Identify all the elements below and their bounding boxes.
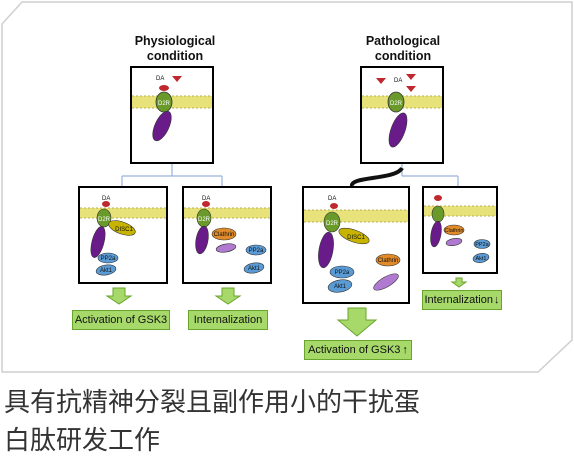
increase-arrow-icon: ↑ [402, 344, 408, 356]
svg-text:DISC1: DISC1 [115, 227, 133, 233]
svg-text:D2R: D2R [326, 221, 339, 227]
pathological-gsk3-box: DA D2R DISC1 Clathrin PP2a Akt1 [302, 186, 410, 304]
physiological-internalization-box: DA D2R Clathrin PP2a Akt1 [182, 186, 272, 284]
physiological-internalization-outcome: Internalization [188, 310, 268, 330]
physiological-gsk3-box: DA D2R DISC1 PP2a Akt1 [78, 186, 168, 284]
caption-line-1: 具有抗精神分裂且副作用小的干扰蛋 [4, 388, 421, 418]
svg-text:DISC1: DISC1 [347, 235, 365, 241]
svg-text:PP2a: PP2a [101, 256, 116, 262]
d2r-label: D2R [158, 101, 171, 107]
physiological-gsk3-outcome: Activation of GSK3 [72, 310, 170, 330]
svg-text:DA: DA [156, 76, 164, 82]
physiological-top-box: D2R DA [130, 66, 214, 164]
svg-text:PP2a: PP2a [249, 248, 264, 254]
outcome-label: Activation of GSK3 [74, 314, 168, 326]
pathological-internalization-box: Clathrin PP2a Akt1 [422, 186, 498, 274]
pathological-internalization-outcome: Internalization ↓ [422, 290, 502, 310]
svg-text:Clathrin: Clathrin [445, 228, 464, 234]
receptor-illustration: D2R DA [132, 76, 212, 142]
pathological-title: Pathological condition [365, 34, 441, 63]
pathological-gsk3-outcome: Activation of GSK3 ↑ [304, 340, 412, 360]
svg-text:Akt1: Akt1 [475, 256, 486, 262]
pathological-top-box: D2R DA [360, 66, 444, 164]
svg-text:DA: DA [394, 78, 402, 84]
decrease-arrow-icon: ↓ [494, 294, 500, 306]
physiological-title: Physiological condition [134, 34, 216, 63]
svg-text:DA: DA [328, 196, 336, 202]
svg-text:PP2a: PP2a [335, 270, 350, 276]
caption-line-2: 白肽研发工作 [4, 426, 161, 456]
svg-text:Akt1: Akt1 [248, 266, 261, 272]
svg-text:Clathrin: Clathrin [214, 232, 235, 238]
svg-text:PP2a: PP2a [475, 242, 489, 248]
svg-text:D2R: D2R [98, 217, 111, 223]
svg-text:Clathrin: Clathrin [378, 258, 399, 264]
svg-text:D2R: D2R [198, 217, 211, 223]
svg-text:Akt1: Akt1 [100, 268, 113, 274]
outcome-label: Activation of GSK3 [308, 344, 401, 356]
outcome-label: Internalization [424, 294, 494, 306]
svg-text:D2R: D2R [390, 101, 403, 107]
outcome-label: Internalization [193, 314, 263, 326]
svg-text:DA: DA [102, 196, 110, 202]
svg-text:DA: DA [202, 196, 210, 202]
svg-text:Akt1: Akt1 [334, 284, 347, 290]
